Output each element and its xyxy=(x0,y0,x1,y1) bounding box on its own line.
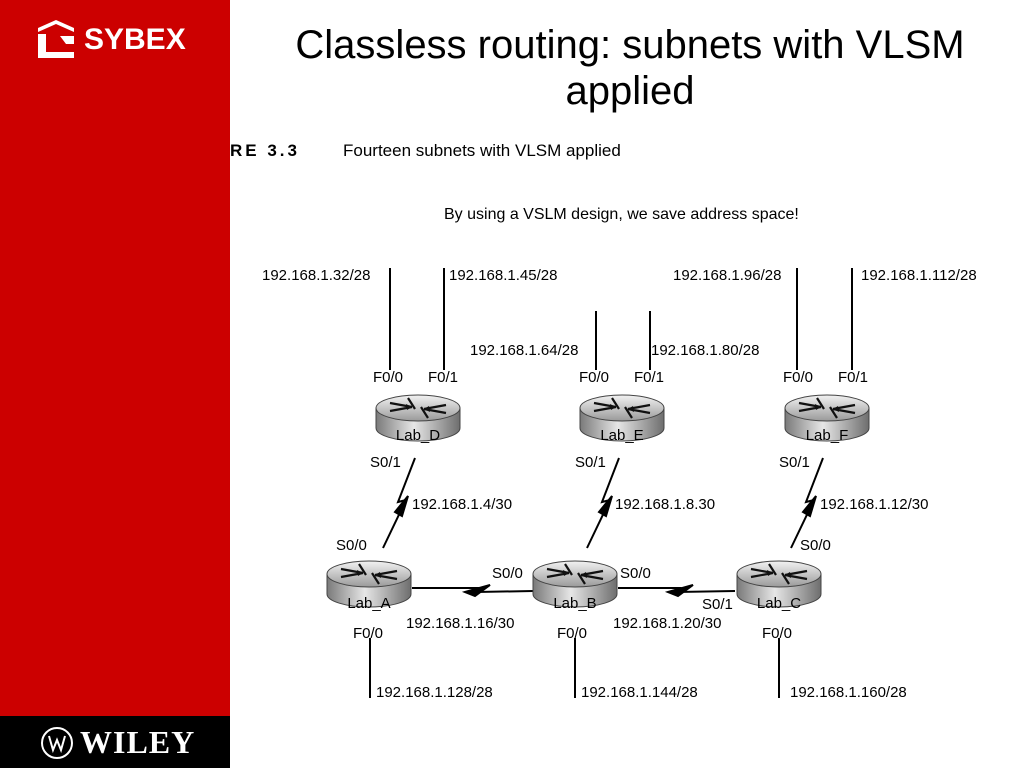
router-lab-d: Lab_D xyxy=(374,393,462,444)
router-label: Lab_E xyxy=(600,427,643,444)
footer-bar xyxy=(0,716,230,768)
router-lab-e: Lab_E xyxy=(578,393,666,444)
lan-lines-top xyxy=(389,268,853,370)
port-label: F0/0 xyxy=(762,625,792,642)
sidebar-band xyxy=(0,0,230,716)
figure-subtitle: By using a VSLM design, we save address … xyxy=(444,206,799,223)
port-label: S0/1 xyxy=(702,596,733,613)
router-label: Lab_F xyxy=(806,427,849,444)
sybex-logo: SYBEX xyxy=(34,18,186,62)
port-label: F0/0 xyxy=(353,625,383,642)
port-label: F0/0 xyxy=(783,369,813,386)
subnet-labels: 192.168.1.32/28 192.168.1.45/28 192.168.… xyxy=(262,267,977,701)
port-label: S0/0 xyxy=(800,537,831,554)
wan-links xyxy=(382,457,824,598)
port-label: F0/1 xyxy=(634,369,664,386)
wiley-seal-icon xyxy=(41,726,73,759)
sybex-mark-icon xyxy=(38,20,74,58)
router-label: Lab_C xyxy=(757,595,801,612)
port-labels: F0/0 F0/1 S0/1 F0/0 F0/1 S0/1 F0/0 F0/1 … xyxy=(336,369,868,642)
subnet-label: 192.168.1.20/30 xyxy=(613,615,721,632)
router-label: Lab_A xyxy=(347,595,390,612)
subnet-label: 192.168.1.16/30 xyxy=(406,615,514,632)
wiley-logo: WILEY xyxy=(40,724,195,761)
subnet-label: 192.168.1.4/30 xyxy=(412,496,512,513)
network-diagram: RE 3.3 Fourteen subnets with VLSM applie… xyxy=(230,141,977,701)
router-label: Lab_D xyxy=(396,427,440,444)
subnet-label: 192.168.1.32/28 xyxy=(262,267,370,284)
subnet-label: 192.168.1.8.30 xyxy=(615,496,715,513)
port-label: S0/0 xyxy=(336,537,367,554)
publisher-name: SYBEX xyxy=(84,23,186,56)
router-lab-f: Lab_F xyxy=(783,393,871,444)
figure-caption: Fourteen subnets with VLSM applied xyxy=(343,141,621,160)
subnet-label: 192.168.1.64/28 xyxy=(470,342,578,359)
footer-brand: WILEY xyxy=(80,724,196,760)
router-lab-b: Lab_B xyxy=(531,559,619,612)
port-label: S0/1 xyxy=(779,454,810,471)
subnet-label: 192.168.1.144/28 xyxy=(581,684,698,701)
router-label: Lab_B xyxy=(553,595,596,612)
subnet-label: 192.168.1.96/28 xyxy=(673,267,781,284)
port-label: S0/0 xyxy=(620,565,651,582)
router-lab-a: Lab_A xyxy=(325,559,413,612)
port-label: S0/0 xyxy=(492,565,523,582)
port-label: F0/0 xyxy=(579,369,609,386)
subnet-label: 192.168.1.160/28 xyxy=(790,684,907,701)
port-label: F0/1 xyxy=(838,369,868,386)
port-label: S0/1 xyxy=(370,454,401,471)
lan-lines-bottom xyxy=(369,638,780,698)
router-lab-c: Lab_C xyxy=(735,559,823,612)
subnet-label: 192.168.1.80/28 xyxy=(651,342,759,359)
slide-title: Classless routing: subnets with VLSM app… xyxy=(295,23,965,113)
port-label: F0/1 xyxy=(428,369,458,386)
port-label: F0/0 xyxy=(557,625,587,642)
port-label: S0/1 xyxy=(575,454,606,471)
subnet-label: 192.168.1.112/28 xyxy=(861,267,977,284)
subnet-label: 192.168.1.128/28 xyxy=(376,684,493,701)
port-label: F0/0 xyxy=(373,369,403,386)
figure-label: RE 3.3 xyxy=(230,141,300,160)
subnet-label: 192.168.1.12/30 xyxy=(820,496,928,513)
subnet-label: 192.168.1.45/28 xyxy=(449,267,557,284)
